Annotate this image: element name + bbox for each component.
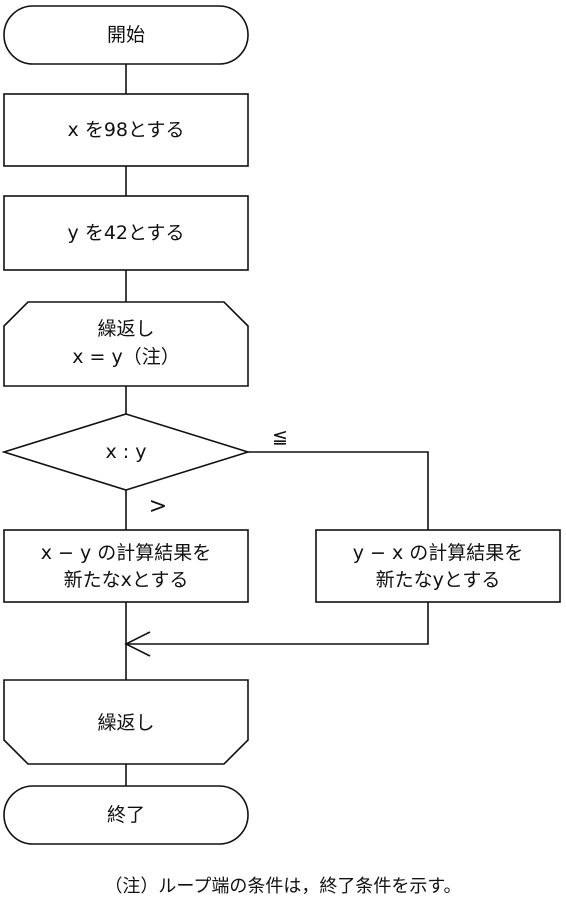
process-left-line2: 新たなxとする xyxy=(63,569,189,591)
process-right-line2: 新たなyとする xyxy=(375,569,501,591)
decision-label: x : y xyxy=(105,441,147,463)
loop-end-label: 繰返し xyxy=(97,712,155,734)
assign-y-label: y を42とする xyxy=(67,222,185,244)
footnote: （注）ループ端の条件は，終了条件を示す。 xyxy=(104,876,462,897)
process-right-line1: y − x の計算結果を xyxy=(352,542,524,564)
process-right-box xyxy=(315,529,561,603)
end-terminal xyxy=(3,785,249,845)
merge-connector xyxy=(126,602,429,645)
loop-end-shape xyxy=(3,679,249,765)
branch-le-label: ≦ xyxy=(272,426,288,448)
assign-x-label: x を98とする xyxy=(67,119,185,141)
loop-start-label-line1: 繰返し xyxy=(97,318,155,340)
branch-le-connector xyxy=(248,451,429,530)
loop-start-label-line2: x = y（注） xyxy=(72,346,180,368)
loop-start-shape xyxy=(3,301,249,387)
process-left-line1: x − y の計算結果を xyxy=(40,542,212,564)
branch-gt-label: > xyxy=(148,494,168,519)
start-label: 開始 xyxy=(106,24,145,46)
end-label: 終了 xyxy=(106,804,145,826)
